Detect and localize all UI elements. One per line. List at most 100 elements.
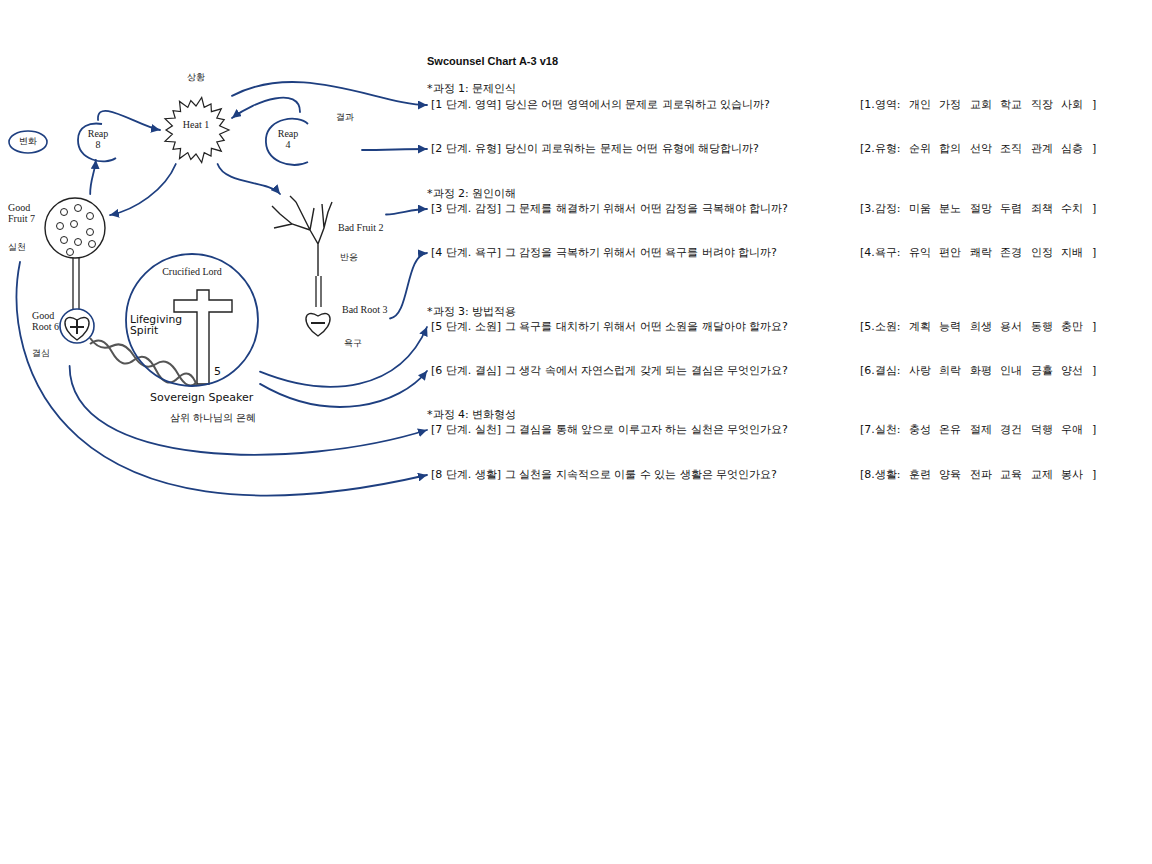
hand-arrow [70, 366, 427, 455]
hand-circle [126, 254, 258, 386]
process-heading: *과정 1: 문제인식 [427, 82, 516, 96]
bad-tree-trunk [316, 276, 321, 307]
fruit-dot [89, 241, 96, 248]
fruit-dot [75, 239, 82, 246]
rope-strand [90, 338, 197, 386]
callout-number: 5 [214, 366, 221, 377]
trunk-line [320, 276, 321, 307]
hand-arrow [260, 371, 427, 407]
option-row: [6.결심: 사랑 희락 화평 인내 긍휼 양선 ] [860, 364, 1096, 378]
heading-label: 반응 [340, 252, 380, 263]
question-text: [5 단계. 소원] 그 욕구를 대치하기 위해서 어떤 소원을 깨달아야 할까… [431, 319, 788, 335]
question-row: [6 단계. 결심] 그 생각 속에서 자연스럽게 갖게 되는 결심은 무엇인가… [427, 363, 792, 379]
option-row: [7.실천: 충성 온유 절제 경건 덕행 우애 ] [860, 423, 1096, 437]
node-label: Good Fruit 7 [8, 202, 40, 224]
hand-arrow [390, 253, 427, 319]
fruit-dot [87, 229, 94, 236]
option-row: [4.욕구: 유익 편안 쾌락 존경 인정 지배 ] [860, 246, 1096, 260]
option-row: [5.소원: 계획 능력 희생 용서 동행 충만 ] [860, 320, 1096, 334]
fruit-dot [57, 223, 64, 230]
question-text: [7 단계. 실천] 그 결심을 통해 앞으로 이루고자 하는 실천은 무엇인가… [431, 422, 788, 438]
reap-loop: Reap 8 [76, 120, 120, 160]
node-label: Bad Fruit 2 [338, 222, 384, 233]
figure-caption: 삼위 하나님의 은혜 [170, 412, 256, 423]
plus-sign [70, 320, 84, 334]
fruit-dot [67, 249, 74, 256]
fruit-dot [61, 209, 68, 216]
figure-label: Lifegiving Spirit [130, 314, 182, 336]
option-row: [2.유형: 순위 합의 선악 조직 관계 심층 ] [860, 142, 1096, 156]
node-label: Good Root 6 [32, 310, 60, 332]
fruit-dot [71, 221, 78, 228]
heading-label: 결심 [32, 348, 60, 359]
fruit-dot [87, 213, 94, 220]
heart-outline [65, 317, 89, 340]
fruit-dot [75, 205, 82, 212]
heading-label: 실천 [8, 242, 40, 253]
hand-arrow [362, 149, 427, 150]
question-row: [8 단계. 생활] 그 실천을 지속적으로 이룰 수 있는 생활은 무엇인가요… [427, 467, 781, 483]
node-label: Heat 1 [180, 119, 212, 130]
sun-outline [165, 98, 229, 163]
process-heading: *과정 2: 원인이해 [427, 187, 516, 201]
process-heading: *과정 4: 변화형성 [427, 408, 516, 422]
good-fruit-tree: Good Fruit 7 실천 [6, 194, 110, 262]
minus-sign [311, 322, 325, 324]
question-row: [7 단계. 실천] 그 결심을 통해 앞으로 이루고자 하는 실천은 무엇인가… [427, 422, 792, 438]
node-label: Bad Root 3 [342, 304, 388, 315]
option-row: [3.감정: 미움 분노 절망 두렴 죄책 수치 ] [860, 202, 1096, 216]
hand-arrow [232, 82, 427, 105]
question-row: [3 단계. 감정] 그 문제를 해결하기 위해서 어떤 감정을 극복해야 합니… [427, 201, 792, 217]
node-label: Reap 4 [274, 128, 302, 150]
question-row: [5 단계. 소원] 그 욕구를 대치하기 위해서 어떤 소원을 깨달아야 할까… [427, 319, 792, 335]
situation-sun: 상황 Heat 1 [160, 72, 232, 164]
node-label: Crucified Lord [142, 266, 242, 277]
heading-label: 욕구 [344, 338, 384, 349]
question-text: [2 단계. 유형] 당신이 괴로워하는 문제는 어떤 유형에 해당합니까? [431, 141, 759, 157]
question-text: [8 단계. 생활] 그 실천을 지속적으로 이룰 수 있는 생활은 무엇인가요… [431, 467, 777, 483]
tree-branches [272, 196, 332, 276]
hand-circle [60, 309, 94, 343]
tree-crown [45, 198, 105, 258]
question-row: [2 단계. 유형] 당신이 괴로워하는 문제는 어떤 유형에 해당합니까? [427, 141, 763, 157]
option-row: [8.생활: 훈련 양육 전파 교육 교제 봉사 ] [860, 468, 1096, 482]
trunk-line [78, 258, 79, 309]
hand-arrow [386, 209, 427, 215]
question-row: [1 단계. 영역] 당신은 어떤 영역에서의 문제로 괴로워하고 있습니까? [427, 97, 774, 113]
question-text: [1 단계. 영역] 당신은 어떤 영역에서의 문제로 괴로워하고 있습니까? [431, 97, 770, 113]
hand-arrow [218, 164, 280, 194]
cross-symbol [174, 290, 232, 384]
question-text: [3 단계. 감정] 그 문제를 해결하기 위해서 어떤 감정을 극복해야 합니… [431, 201, 788, 217]
hand-arrow [90, 160, 96, 194]
question-row: [4 단계. 욕구] 그 감정을 극복하기 위해서 어떤 욕구를 버려야 합니까… [427, 245, 781, 261]
hand-arrow [98, 111, 160, 130]
process-heading: *과정 3: 방법적용 [427, 305, 516, 319]
hand-arrow [110, 164, 176, 215]
question-text: [4 단계. 욕구] 그 감정을 극복하기 위해서 어떤 욕구를 버려야 합니까… [431, 245, 777, 261]
trunk-line [72, 258, 73, 309]
situation-sun-shape [160, 72, 232, 164]
loop-arrow-outline [266, 119, 308, 165]
heading-label: 상황 [160, 72, 232, 83]
loop-arrow-outline [78, 124, 116, 162]
braid-rope [90, 338, 197, 386]
bad-root-heart: Bad Root 3 욕구 [298, 298, 390, 360]
option-row: [1.영역: 개인 가정 교회 학교 직장 사회 ] [860, 98, 1096, 112]
trunk-line [315, 276, 316, 307]
hand-arrow [232, 98, 300, 118]
hand-circle [9, 131, 47, 153]
rope-strand [90, 340, 197, 386]
good-tree-trunk [73, 258, 79, 309]
heart-outline [306, 313, 330, 336]
circled-word: 변화 [8, 130, 48, 154]
good-root-heart: Good Root 6 결심 [30, 304, 96, 366]
chart-title: Swcounsel Chart A-3 v18 [427, 54, 558, 68]
heading-label: 결과 [336, 112, 362, 123]
figure-label: Sovereign Speaker [150, 392, 253, 403]
fruit-dot [61, 237, 68, 244]
bad-fruit-tree-shape [262, 194, 386, 276]
question-text: [6 단계. 결심] 그 생각 속에서 자연스럽게 갖게 되는 결심은 무엇인가… [431, 363, 788, 379]
hand-arrow [260, 327, 427, 387]
node-label: Reap 8 [84, 128, 112, 150]
